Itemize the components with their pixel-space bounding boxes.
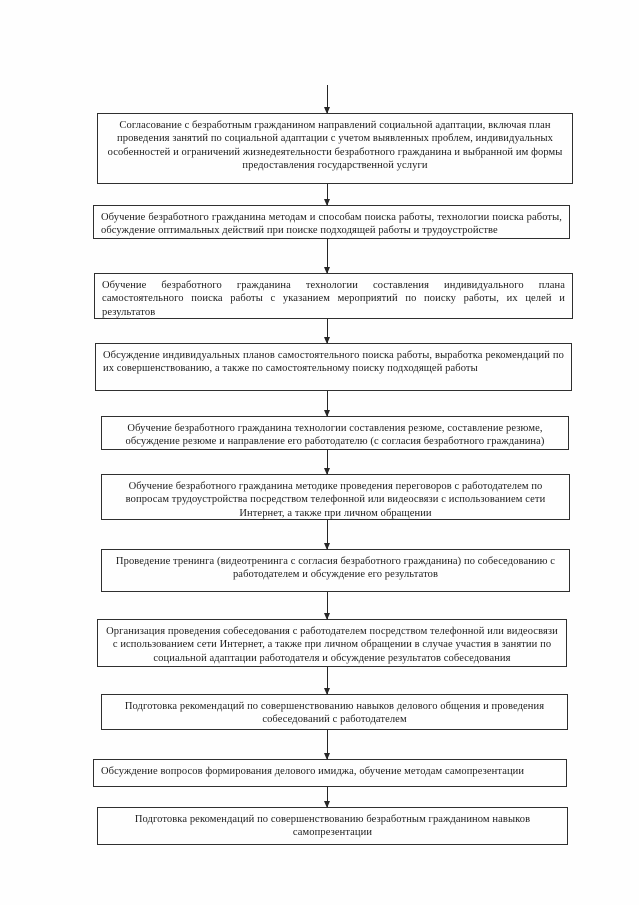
flow-node-1: Согласование с безработным гражданином н… <box>97 113 573 184</box>
flow-node-2: Обучение безработного гражданина методам… <box>93 205 570 239</box>
flow-node-4: Обсуждение индивидуальных планов самосто… <box>95 343 572 391</box>
down-arrow <box>323 667 331 695</box>
down-arrow <box>323 239 331 274</box>
down-arrow <box>323 391 331 417</box>
flow-node-3: Обучение безработного гражданина техноло… <box>94 273 573 319</box>
flow-node-10: Обсуждение вопросов формирования деловог… <box>93 759 567 787</box>
flow-node-6: Обучение безработного гражданина методик… <box>101 474 570 520</box>
flow-node-7: Проведение тренинга (видеотренинга с сог… <box>101 549 570 592</box>
down-arrow <box>323 184 331 206</box>
down-arrow <box>323 85 331 114</box>
flow-node-8: Организация проведения собеседования с р… <box>97 619 567 667</box>
down-arrow <box>323 319 331 344</box>
flow-node-9: Подготовка рекомендаций по совершенствов… <box>101 694 568 730</box>
flow-node-11: Подготовка рекомендаций по совершенствов… <box>97 807 568 845</box>
down-arrow <box>323 730 331 760</box>
down-arrow <box>323 520 331 550</box>
flow-node-5: Обучение безработного гражданина техноло… <box>101 416 569 450</box>
down-arrow <box>323 787 331 808</box>
down-arrow <box>323 450 331 475</box>
flowchart-column: Согласование с безработным гражданином н… <box>93 0 573 845</box>
down-arrow <box>323 592 331 620</box>
